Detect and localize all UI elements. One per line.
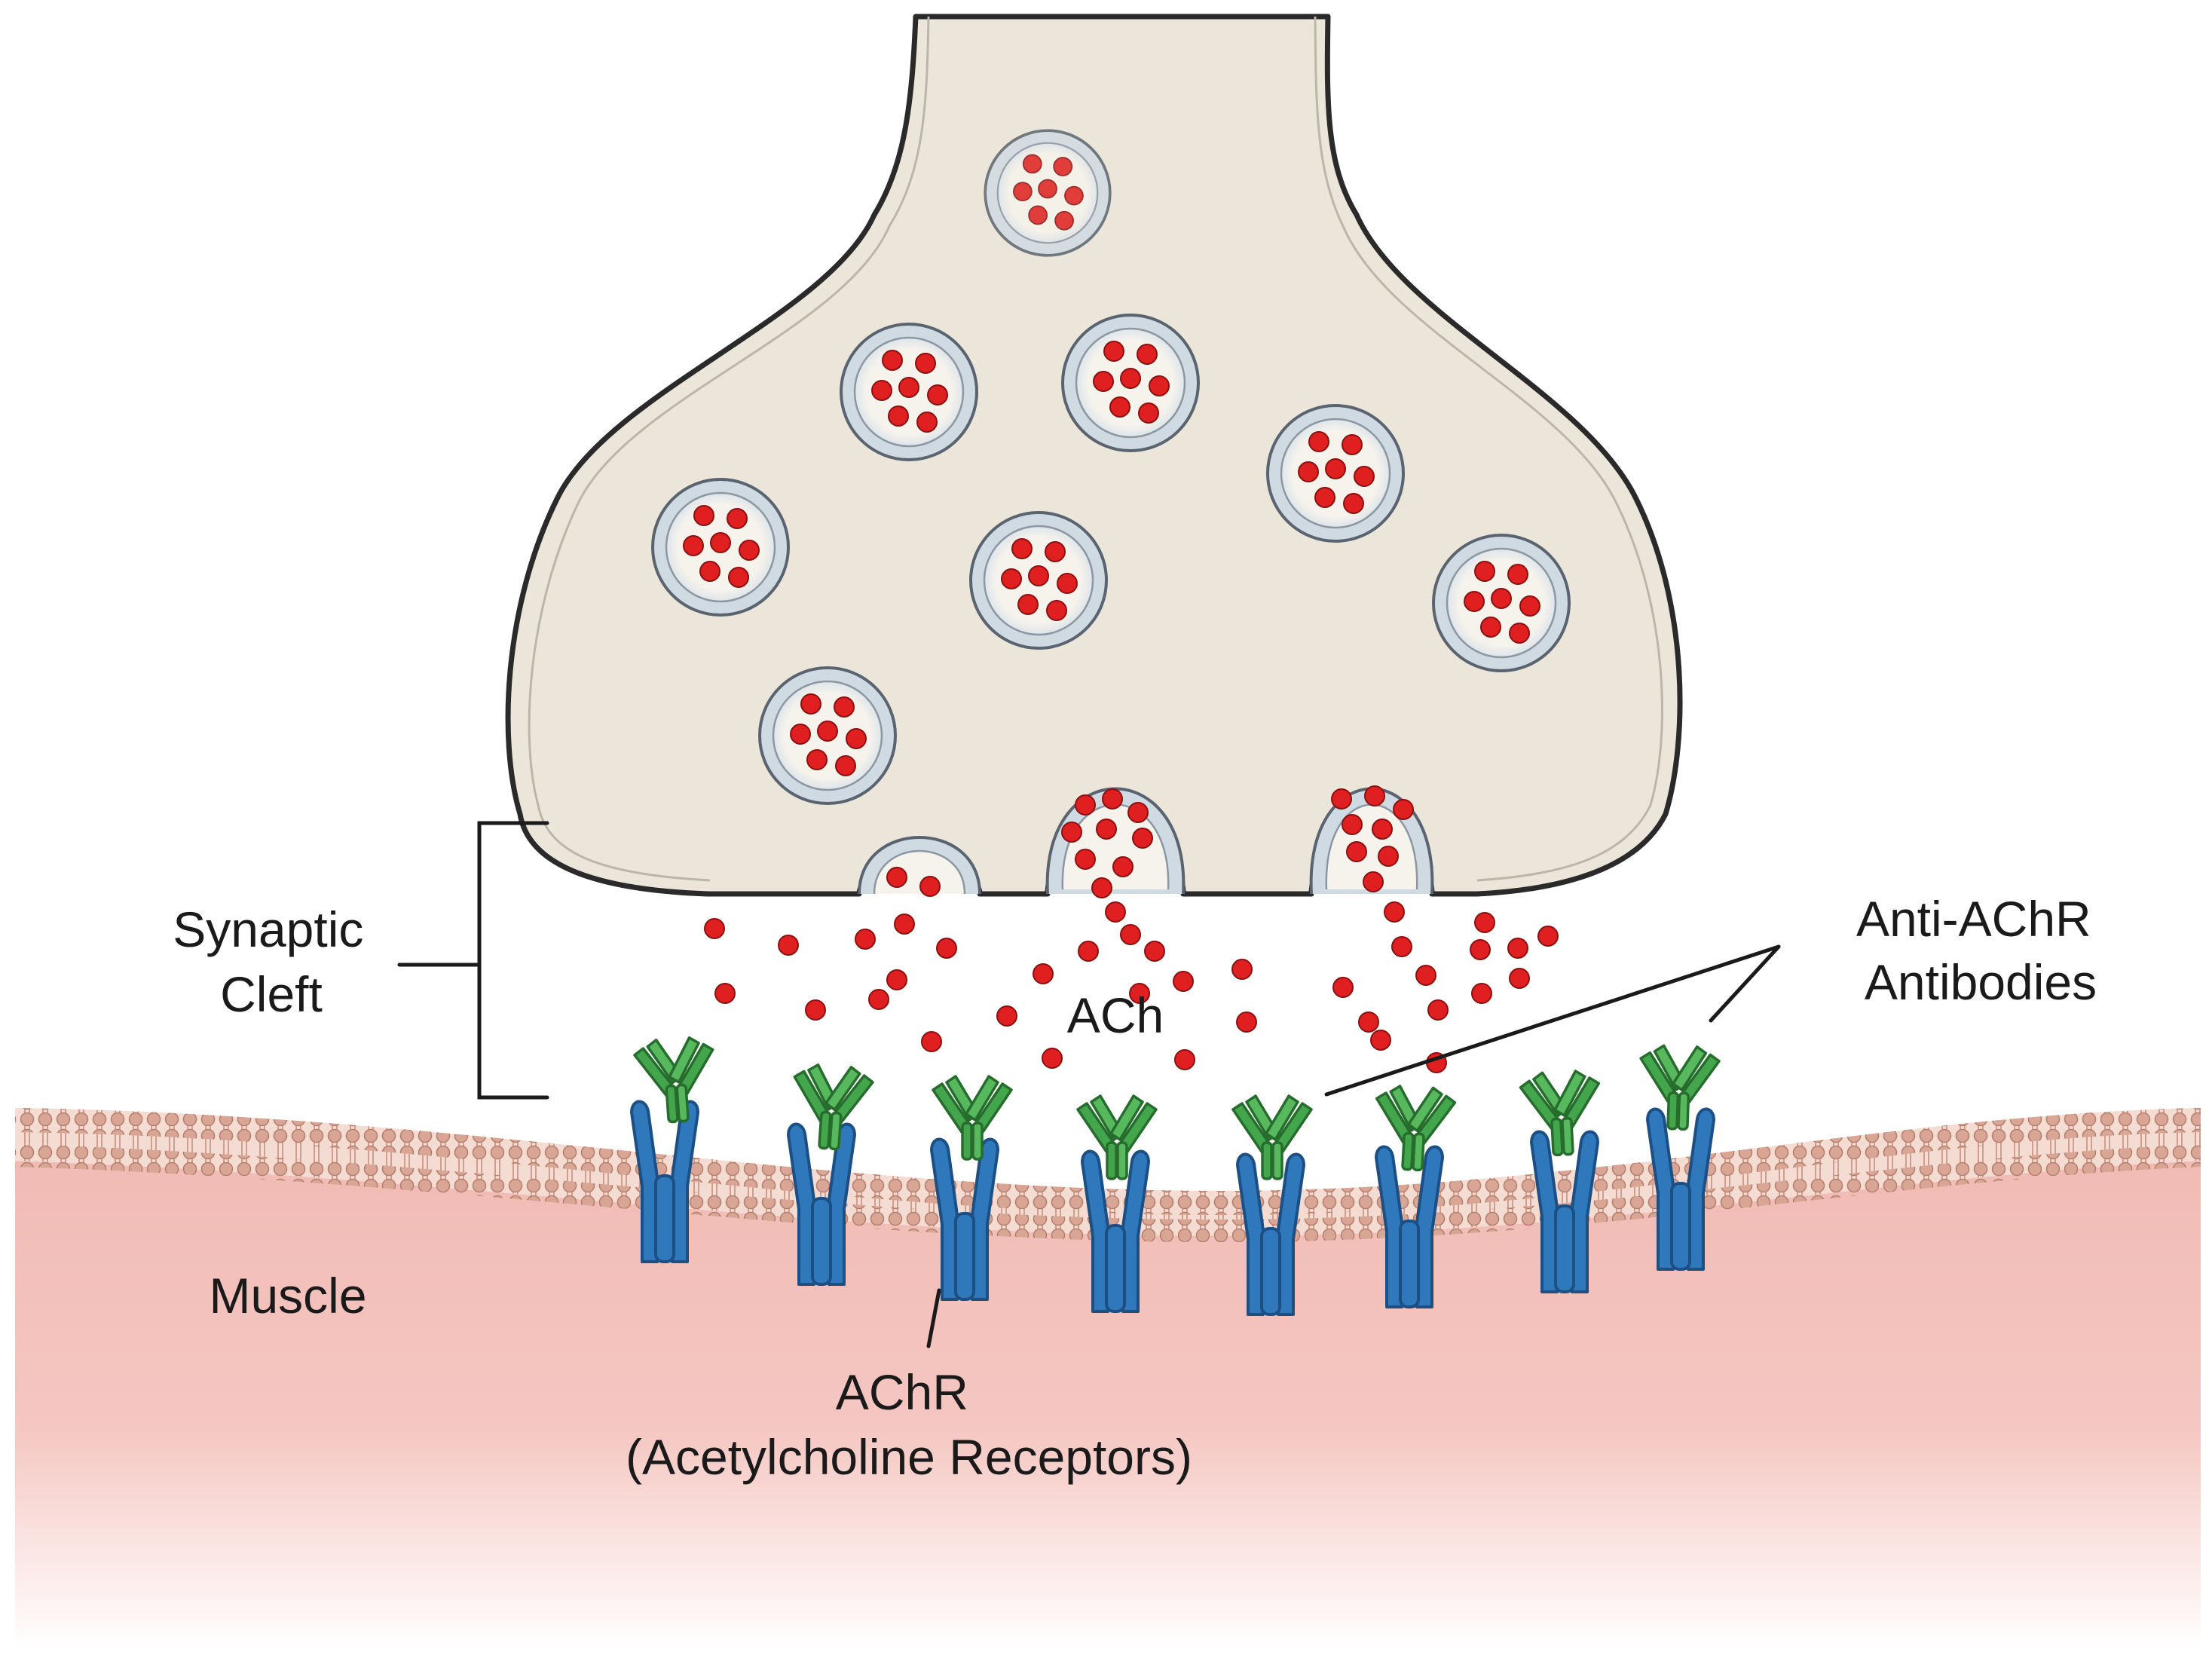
- receptor: [630, 1100, 699, 1263]
- achr-label: AChR (Acetylcholine Receptors): [626, 1364, 1192, 1485]
- vesicle: [984, 129, 1112, 257]
- antibodies-pointer: [1324, 944, 1781, 1097]
- receptor: [1375, 1145, 1444, 1308]
- receptor: [1646, 1107, 1715, 1271]
- antibodies-label: Anti-AChR Antibodies: [1856, 891, 2105, 1010]
- ach-label: ACh: [1067, 987, 1164, 1043]
- receptor: [930, 1137, 999, 1301]
- vesicle: [651, 478, 790, 617]
- vesicle: [758, 666, 897, 805]
- achr-pointer: [926, 1288, 941, 1348]
- receptor: [1530, 1130, 1599, 1293]
- ach-molecules: [704, 785, 1559, 1073]
- nerve-terminal: [505, 14, 1683, 897]
- vesicle: [1266, 404, 1405, 543]
- muscle-label: Muscle: [209, 1268, 366, 1324]
- synaptic-cleft-bracket: [397, 821, 549, 1100]
- vesicle: [1061, 314, 1200, 452]
- vesicle: [1432, 534, 1571, 672]
- muscle-tissue: [15, 1161, 2201, 1651]
- synaptic-cleft-label: Synaptic Cleft: [173, 901, 377, 1022]
- vesicle: [969, 511, 1108, 650]
- vesicle: [840, 323, 978, 461]
